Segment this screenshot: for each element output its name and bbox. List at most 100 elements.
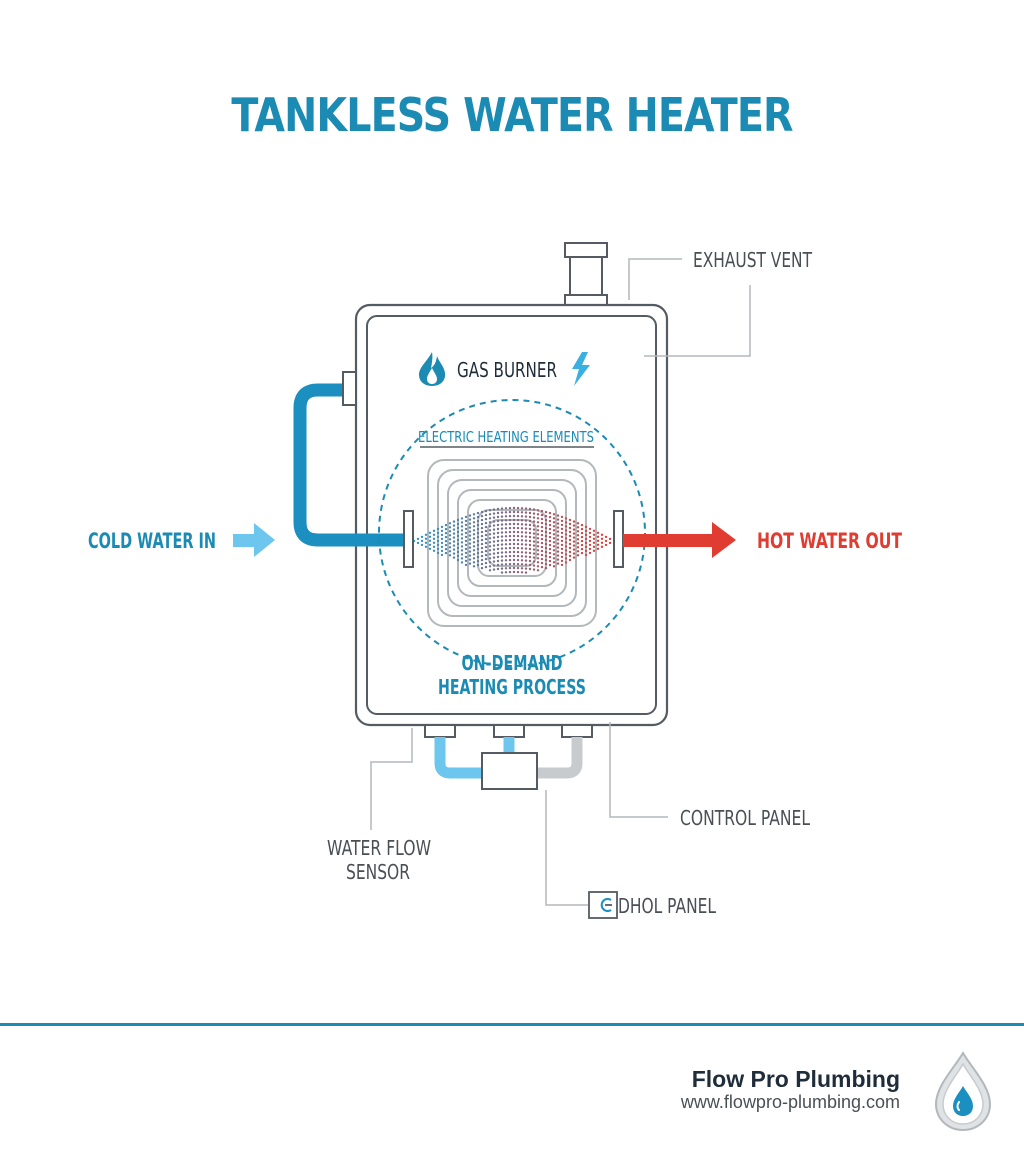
flow-particle	[508, 526, 512, 530]
flow-particle	[548, 547, 552, 551]
flow-particle	[516, 550, 520, 554]
flow-particle	[448, 542, 452, 545]
flow-particle	[608, 537, 612, 541]
flow-particle	[524, 523, 528, 526]
flow-particle	[572, 552, 576, 555]
flow-particle	[536, 513, 540, 516]
flow-particle	[464, 563, 468, 567]
flow-particle	[504, 527, 508, 530]
flow-particle	[524, 531, 528, 534]
flow-particle	[524, 539, 528, 542]
flow-particle	[528, 531, 532, 535]
flow-particle	[460, 549, 464, 552]
flow-particle	[508, 546, 512, 550]
flow-particle	[508, 562, 512, 566]
flow-particle	[460, 537, 464, 540]
flow-particle	[556, 518, 560, 521]
flow-particle	[500, 531, 504, 534]
flow-particle	[552, 517, 556, 520]
flow-particle	[552, 549, 556, 552]
flow-particle	[440, 549, 444, 553]
flow-particle	[556, 514, 560, 517]
flow-particle	[440, 553, 444, 557]
flow-particle	[540, 545, 544, 549]
flow-particle	[484, 517, 488, 521]
flow-particle	[472, 561, 476, 564]
flow-particle	[564, 557, 568, 560]
flow-particle	[488, 537, 492, 540]
flow-particle	[536, 521, 540, 524]
flow-particle	[488, 533, 492, 536]
flow-particle	[580, 547, 584, 551]
flow-particle	[480, 530, 484, 534]
flow-particle	[580, 543, 584, 547]
flow-particle	[540, 561, 544, 565]
flow-particle	[540, 565, 544, 569]
flow-particle	[512, 550, 516, 554]
flow-particle	[564, 553, 568, 556]
flow-particle	[520, 511, 524, 514]
flow-particle	[528, 559, 532, 563]
flow-particle	[488, 561, 492, 564]
flow-particle	[584, 533, 588, 537]
flow-particle	[496, 507, 500, 511]
flow-particle	[604, 535, 608, 539]
flow-particle	[568, 550, 572, 554]
flow-particle	[460, 525, 464, 528]
flow-particle	[492, 516, 496, 519]
lightning-bolt-icon	[572, 352, 590, 386]
flow-particle	[580, 535, 584, 539]
flow-particle	[524, 571, 528, 574]
flow-particle	[420, 535, 424, 539]
flow-particle	[532, 568, 536, 571]
flow-particle	[568, 522, 572, 526]
flow-particle	[504, 547, 508, 550]
flow-particle	[584, 537, 588, 541]
flow-particle	[548, 551, 552, 555]
cold-inlet-arrow-icon	[233, 523, 275, 557]
flow-particle	[544, 530, 548, 534]
flow-particle	[560, 555, 564, 559]
flow-particle	[588, 535, 592, 539]
flow-particle	[536, 541, 540, 544]
flow-particle	[556, 526, 560, 529]
flow-particle	[556, 534, 560, 537]
flow-particle	[496, 559, 500, 563]
flow-particle	[448, 546, 452, 549]
flow-particle	[496, 527, 500, 531]
flow-particle	[556, 542, 560, 545]
flow-particle	[504, 543, 508, 546]
flow-particle	[500, 571, 504, 574]
flow-particle	[564, 561, 568, 564]
flow-particle	[480, 546, 484, 550]
flow-particle	[504, 507, 508, 510]
flow-particle	[468, 546, 472, 549]
flow-particle	[516, 514, 520, 518]
flow-particle	[524, 551, 528, 554]
flow-particle	[436, 547, 440, 551]
flow-particle	[540, 557, 544, 561]
flow-particle	[556, 546, 560, 549]
flow-particle	[552, 513, 556, 516]
flow-particle	[436, 551, 440, 555]
flow-particle	[584, 525, 588, 529]
flow-particle	[492, 548, 496, 551]
flow-particle	[484, 545, 488, 549]
flow-particle	[528, 511, 532, 515]
flow-particle	[480, 542, 484, 546]
flow-particle	[508, 570, 512, 574]
water-flow-sensor-label-line2: SENSOR	[346, 860, 410, 884]
flow-particle	[576, 546, 580, 549]
flow-particle	[564, 541, 568, 544]
flow-particle	[508, 566, 512, 570]
flow-particle	[500, 563, 504, 566]
water-drop-icon	[934, 1050, 992, 1132]
flow-particle	[512, 518, 516, 522]
flow-particle	[520, 523, 524, 526]
flow-particle	[536, 545, 540, 548]
flow-particle	[536, 525, 540, 528]
flow-particle	[552, 521, 556, 524]
flow-particle	[432, 541, 436, 544]
flow-particle	[560, 523, 564, 527]
flow-particle	[564, 525, 568, 528]
